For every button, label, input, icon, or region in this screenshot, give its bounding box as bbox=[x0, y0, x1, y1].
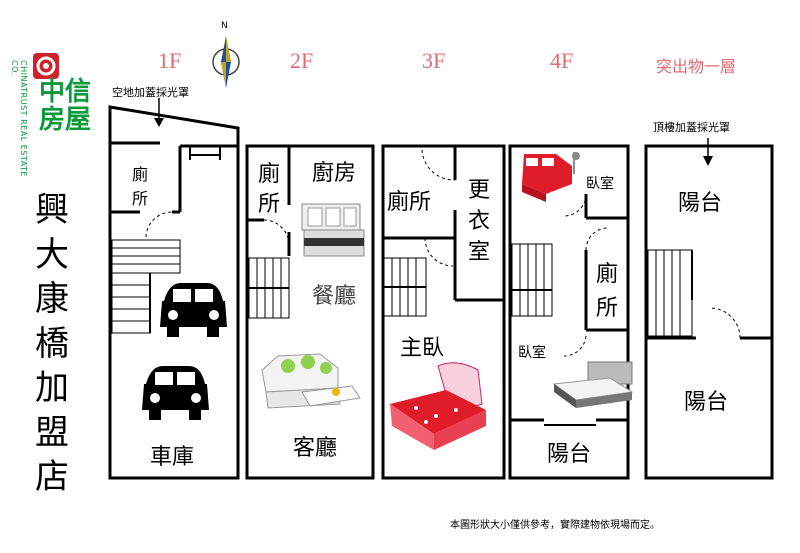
room-label-2f-dining: 餐廳 bbox=[312, 284, 357, 309]
floor-2f-plan bbox=[245, 144, 375, 480]
floor-label-4f: 4F bbox=[550, 48, 574, 73]
title-char: 大 bbox=[35, 234, 69, 275]
room-label-3f-closet: 更衣室 bbox=[468, 178, 491, 265]
room-label-roof-balcony-a: 陽台 bbox=[678, 191, 723, 216]
room-label-2f-kitchen: 廚房 bbox=[312, 161, 357, 186]
title-char: 興 bbox=[35, 190, 69, 230]
note-1f-skylight: 空地加蓋採光罩 bbox=[112, 86, 189, 99]
title-char: 加 bbox=[35, 368, 69, 408]
brand-logo-icon bbox=[33, 53, 59, 79]
title-char: 橋 bbox=[35, 323, 69, 364]
room-label-4f-balcony: 陽台 bbox=[547, 442, 592, 467]
north-arrow-icon bbox=[212, 36, 240, 88]
store-title: 興 大 康 橋 加 盟 店 bbox=[30, 188, 74, 500]
room-label-3f-toilet: 廁所 bbox=[387, 190, 432, 215]
room-label-4f-bedroom-a: 臥室 bbox=[586, 176, 614, 192]
floor-label-3f: 3F bbox=[422, 48, 446, 73]
skylight-arrow-icon bbox=[703, 138, 713, 166]
bed-icon bbox=[552, 361, 634, 408]
floor-roof-plan bbox=[644, 144, 774, 480]
car-icon bbox=[160, 283, 227, 337]
disclaimer-note: 本圖形狀大小僅供參考，實際建物依現場而定。 bbox=[450, 520, 660, 531]
room-label-1f-garage: 車庫 bbox=[150, 445, 195, 470]
room-label-2f-living: 客廳 bbox=[293, 436, 338, 461]
floor-2f-details bbox=[248, 219, 290, 319]
floor-label-2f: 2F bbox=[290, 48, 314, 73]
bed-icon bbox=[522, 152, 580, 202]
room-label-3f-master: 主臥 bbox=[400, 336, 445, 361]
stove-icon bbox=[301, 203, 365, 257]
floor-label-roof: 突出物一層 bbox=[656, 57, 737, 76]
car-icon bbox=[142, 366, 209, 420]
title-char: 盟 bbox=[35, 412, 69, 453]
brand-english-name: CHINATRUST REAL ESTATE CO. bbox=[10, 60, 28, 177]
room-label-1f-toilet: 廁所 bbox=[132, 165, 149, 208]
floor-4f-details bbox=[511, 193, 609, 426]
room-label-roof-balcony-b: 陽台 bbox=[684, 390, 729, 415]
floor-4f-plan bbox=[508, 144, 630, 480]
room-label-2f-toilet: 廁所 bbox=[258, 162, 281, 217]
floor-label-1f: 1F bbox=[158, 48, 182, 73]
brand-name: 中信房屋 bbox=[38, 77, 91, 135]
sofa-icon bbox=[261, 353, 361, 409]
title-char: 店 bbox=[35, 457, 69, 497]
compass-north-label: N bbox=[221, 21, 228, 31]
room-label-4f-bedroom-b: 臥室 bbox=[518, 345, 546, 361]
floor-3f-plan bbox=[381, 144, 506, 480]
title-char: 康 bbox=[35, 279, 69, 319]
skylight-arrow-icon bbox=[154, 98, 164, 127]
room-label-4f-toilet: 廁所 bbox=[596, 262, 619, 321]
floor-3f-details bbox=[383, 149, 456, 317]
floor-roof-details bbox=[647, 249, 741, 339]
floor-1f-details bbox=[111, 146, 221, 334]
note-roof-skylight: 頂樓加蓋採光罩 bbox=[653, 121, 730, 134]
bed-icon bbox=[390, 362, 486, 450]
